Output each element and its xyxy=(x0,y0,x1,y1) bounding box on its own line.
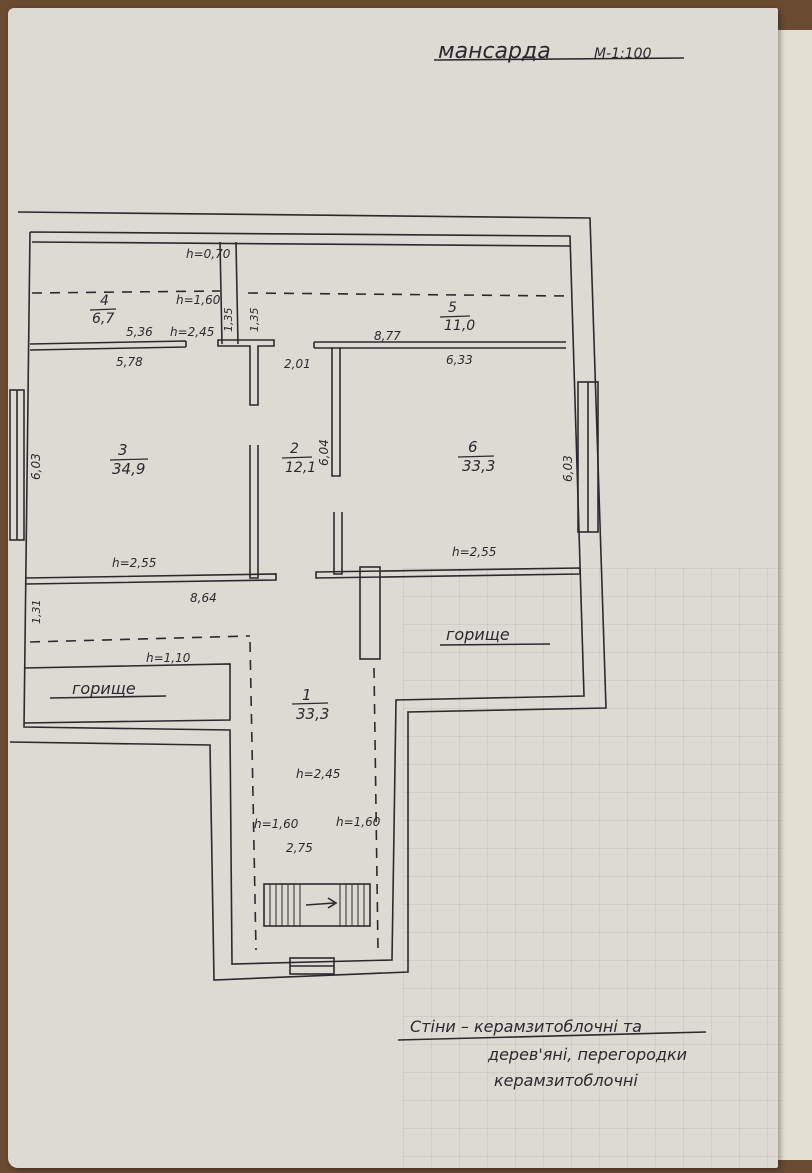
dim-room4-width: 5,36 xyxy=(126,325,153,339)
attic-right-label: горище xyxy=(446,625,510,644)
room-5-area: 11,0 xyxy=(444,318,475,334)
room-3-area: 34,9 xyxy=(112,460,145,478)
height-room4: h=2,45 xyxy=(170,325,214,339)
outer-wall-inner xyxy=(23,231,585,965)
outer-wall-outer xyxy=(9,211,607,981)
room-1-number: 1 xyxy=(302,686,312,704)
dim-room5-depth: 1,35 xyxy=(248,308,261,333)
plan-scale: М-1:100 xyxy=(594,46,652,62)
dim-room5-width: 8,77 xyxy=(374,329,401,343)
dim-room6-depth: 6,03 xyxy=(561,455,575,482)
note-line-3: керамзитоблочні xyxy=(494,1071,638,1090)
paper-sheet xyxy=(8,8,783,1168)
room-6-number: 6 xyxy=(468,438,478,456)
height-stair-right: h=1,60 xyxy=(336,815,381,829)
dim-room3-depth: 6,03 xyxy=(29,453,43,480)
note-line-1: Стіни – керамзитоблочні та xyxy=(410,1017,642,1036)
dim-stair-length: 2,75 xyxy=(286,841,313,855)
dim-room6-width: 6,33 xyxy=(446,353,473,367)
attic-left-label: горище xyxy=(72,679,136,698)
height-room6: h=2,55 xyxy=(452,545,496,559)
height-room3: h=2,55 xyxy=(112,556,156,570)
dim-room4-depth: 1,35 xyxy=(222,308,235,333)
room-1-area: 33,3 xyxy=(296,705,329,723)
height-stair-left: h=1,60 xyxy=(254,817,299,831)
room-2-area: 12,1 xyxy=(285,460,316,476)
dim-bottom-width: 8,64 xyxy=(190,591,217,605)
room-4-number: 4 xyxy=(100,293,109,309)
room-5-number: 5 xyxy=(448,300,457,316)
height-room4-dashed: h=1,60 xyxy=(176,293,221,307)
room-6-area: 33,3 xyxy=(462,457,495,475)
dim-corridor-depth: 6,04 xyxy=(317,439,331,466)
graph-paper-grid xyxy=(403,568,783,1168)
room-2-number: 2 xyxy=(290,441,299,457)
height-corridor: h=2,45 xyxy=(296,767,340,781)
room-3-number: 3 xyxy=(118,441,128,459)
height-left-attic: h=1,10 xyxy=(146,651,191,665)
note-line-2: дерев'яні, перегородки xyxy=(487,1045,687,1064)
room-4-area: 6,7 xyxy=(92,311,114,327)
dim-corridor-width: 2,01 xyxy=(284,357,311,371)
height-top-slope: h=0,70 xyxy=(186,247,231,261)
dim-room3-width: 5,78 xyxy=(116,355,143,369)
plan-title: мансарда xyxy=(438,39,551,64)
dim-attic-depth: 1,31 xyxy=(30,600,43,625)
